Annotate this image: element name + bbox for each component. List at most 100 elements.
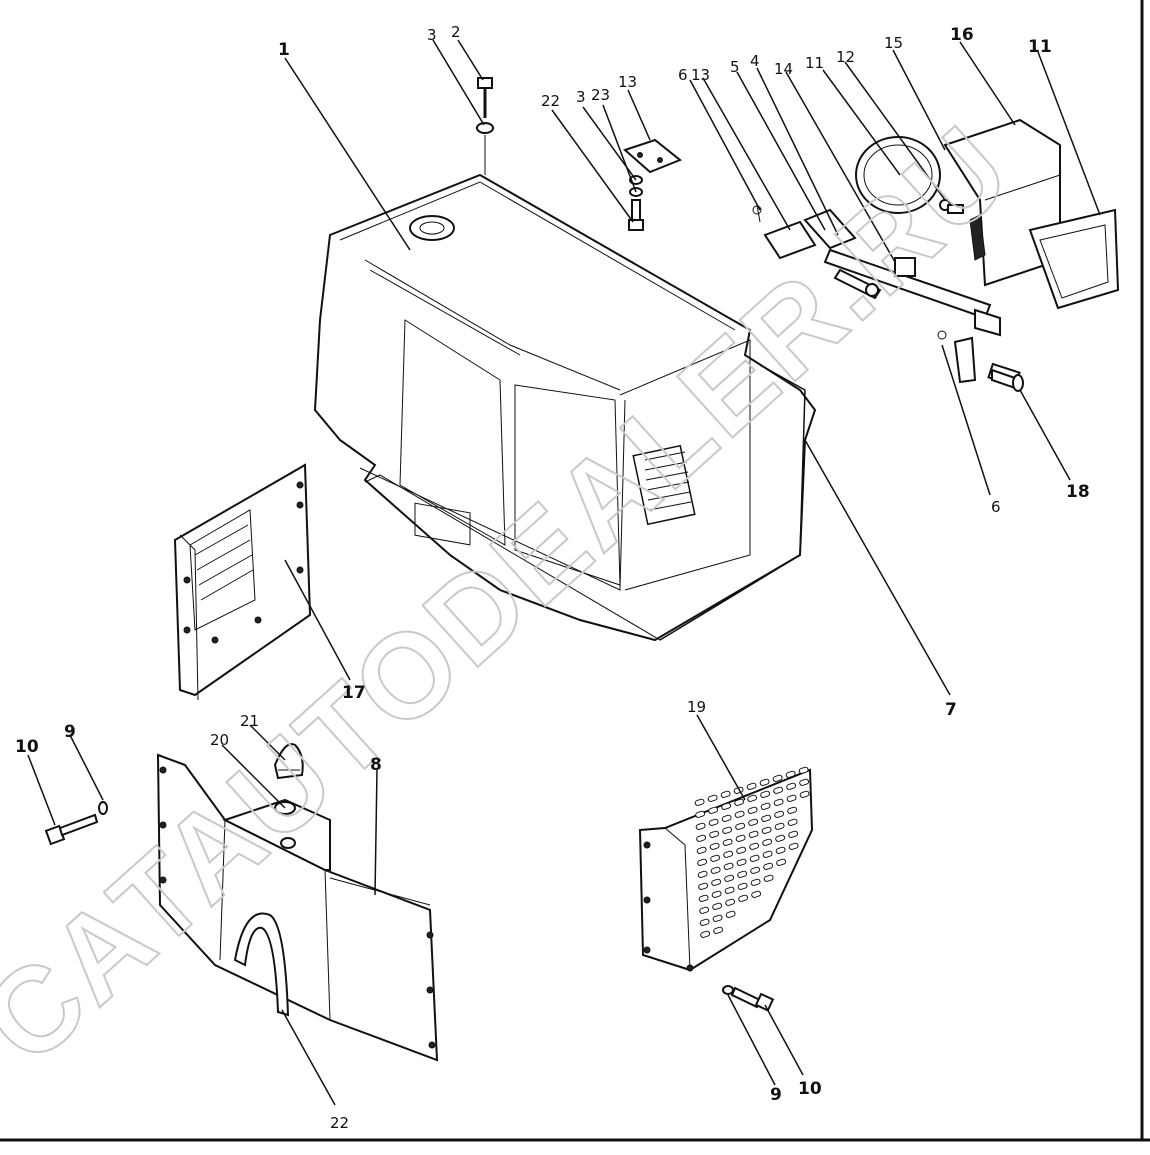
grille-slot [695,822,706,830]
grille-slot [699,918,710,926]
callout-9: 9 [770,1085,782,1105]
grille-slot [699,906,710,914]
grille-slot [724,874,735,882]
grille-slots [694,766,810,938]
callout-7: 7 [945,700,957,720]
grille-slot [747,806,758,814]
grille-slot [735,822,746,830]
grille-slot [737,882,748,890]
grille-slot [760,802,771,810]
grille-slot [773,786,784,794]
grille-slot [709,842,720,850]
grille-slot [723,850,734,858]
callout-19: 19 [687,698,706,716]
callout-2: 2 [451,23,461,41]
lower-panel-part-8 [156,753,439,1062]
callout-11: 11 [805,54,824,72]
grille-slot [736,858,747,866]
grille-slot [786,782,797,790]
grille-slot [712,914,723,922]
support-rod-assembly [752,204,1021,388]
grille-slot [722,826,733,834]
grille-slot [761,826,772,834]
grille-slot [787,818,798,826]
grille-slot [748,818,759,826]
grille-slot [698,882,709,890]
grille-slot [707,794,718,802]
grille-slot [788,830,799,838]
grille-slot [760,790,771,798]
grille-slot [763,874,774,882]
bolt-part-10-left [44,801,108,846]
grille-slot [734,798,745,806]
grille-slot [721,814,732,822]
grille-panel-part-19 [638,766,814,972]
hood-part-1 [313,173,817,642]
callout-13: 13 [618,73,637,91]
grille-slot [788,842,799,850]
callout-3: 3 [576,88,586,106]
callout-1: 1 [278,40,290,60]
callout-10: 10 [15,737,39,757]
grille-slot [787,806,798,814]
callout-20: 20 [210,731,229,749]
grille-slot [724,886,735,894]
grille-slot [711,878,722,886]
bolt-part-10-right [722,985,775,1012]
callout-22: 22 [541,92,560,110]
grille-slot [734,810,745,818]
grille-slot [697,858,708,866]
knob-part-21 [273,743,304,849]
callout-17: 17 [342,683,366,703]
grille-slot [721,802,732,810]
callout-11: 11 [1028,37,1052,57]
callout-22: 22 [330,1114,349,1132]
grille-slot [698,894,709,902]
grille-slot [772,774,783,782]
grille-slot [799,778,810,786]
callout-6: 6 [678,66,688,84]
grille-slot [761,814,772,822]
callout-12: 12 [836,48,855,66]
grille-slot [751,890,762,898]
grille-slot [746,782,757,790]
hinge-part-13 [623,138,682,231]
grille-slot [785,770,796,778]
callout-18: 18 [1066,482,1090,502]
grille-slot [725,898,736,906]
grille-slot [725,910,736,918]
grille-slot [708,818,719,826]
grille-slot [750,878,761,886]
grille-slot [736,846,747,854]
grille-slot [738,894,749,902]
grille-slot [712,902,723,910]
grille-slot [720,790,731,798]
grille-slot [774,810,785,818]
grille-slot [696,846,707,854]
grille-slot [722,838,733,846]
grille-slot [775,834,786,842]
callout-4: 4 [750,52,760,70]
callout-6: 6 [991,498,1001,516]
side-panel-part-17 [173,463,312,701]
callout-14: 14 [774,60,793,78]
grille-slot [747,794,758,802]
grille-slot [700,930,711,938]
callout-5: 5 [730,58,740,76]
grille-slot [774,822,785,830]
grille-slot [711,890,722,898]
callout-9: 9 [64,722,76,742]
grille-slot [710,866,721,874]
callout-3: 3 [427,26,437,44]
callout-23: 23 [591,86,610,104]
grille-slot [799,790,810,798]
grille-slot [759,778,770,786]
grille-slot [762,850,773,858]
callout-15: 15 [884,34,903,52]
grille-slot [749,842,760,850]
grille-slot [708,806,719,814]
grille-slot [695,810,706,818]
grille-slot [798,766,809,774]
grille-slot [696,834,707,842]
